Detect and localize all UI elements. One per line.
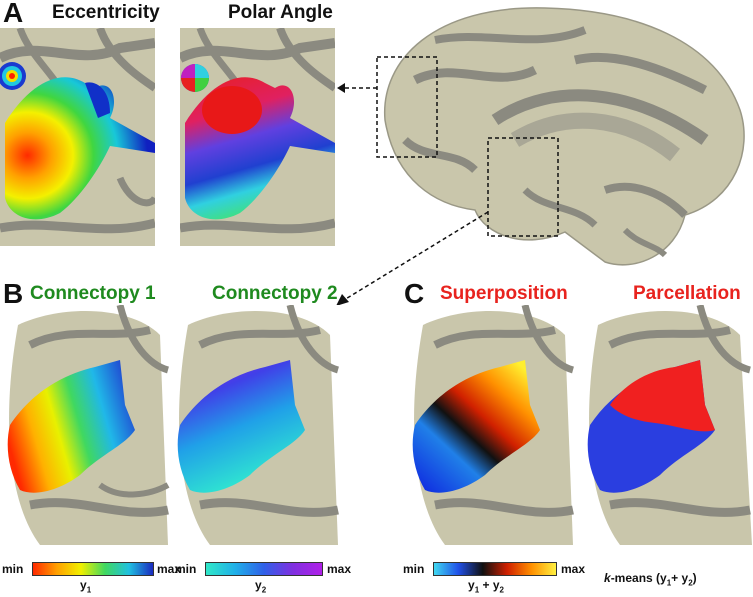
connectopy-2-title: Connectopy 2: [212, 283, 338, 304]
cbar2-caption-text: y: [255, 578, 262, 592]
cbar2-caption: y2: [255, 578, 267, 595]
cbar3-gradient: [433, 562, 557, 576]
arrow-to-panel-a: [337, 83, 377, 93]
parcellation-title: Parcellation: [633, 283, 741, 304]
cbar3-min-label: min: [403, 562, 425, 576]
panel-c-letter: C: [404, 278, 425, 309]
cbar2-min-label: min: [175, 562, 197, 576]
whole-brain-medial-view: [375, 0, 753, 275]
cbar1-caption: y1: [80, 578, 92, 595]
arrow-to-panel-b: [336, 211, 489, 306]
cbar1-max-label: max: [157, 562, 182, 576]
cbar2-max-label: max: [327, 562, 352, 576]
panel-a-letter: A: [3, 0, 24, 28]
kmeans-k: k: [604, 571, 611, 585]
connectopy-1-title: Connectopy 1: [30, 283, 156, 304]
polar-angle-map: [180, 28, 335, 246]
superposition-map: [405, 305, 575, 545]
cbar1-caption-text: y: [80, 578, 87, 592]
cbar3-caption: y1 + y2: [468, 578, 504, 595]
cbar1-gradient: [32, 562, 154, 576]
parcellation-map: [580, 305, 753, 545]
panel-b-letter: B: [3, 278, 24, 309]
cbar1-min-label: min: [2, 562, 24, 576]
superposition-title: Superposition: [440, 283, 568, 304]
eccentricity-title: Eccentricity: [52, 2, 160, 23]
connectopy-1-map: [0, 305, 170, 545]
eccentricity-map: [0, 28, 155, 246]
kmeans-caption: k-means (y1+ y2): [604, 571, 697, 588]
cbar2-gradient: [205, 562, 323, 576]
cbar3-max-label: max: [561, 562, 586, 576]
connectopy-2-map: [170, 305, 340, 545]
polar-angle-title: Polar Angle: [228, 2, 333, 23]
